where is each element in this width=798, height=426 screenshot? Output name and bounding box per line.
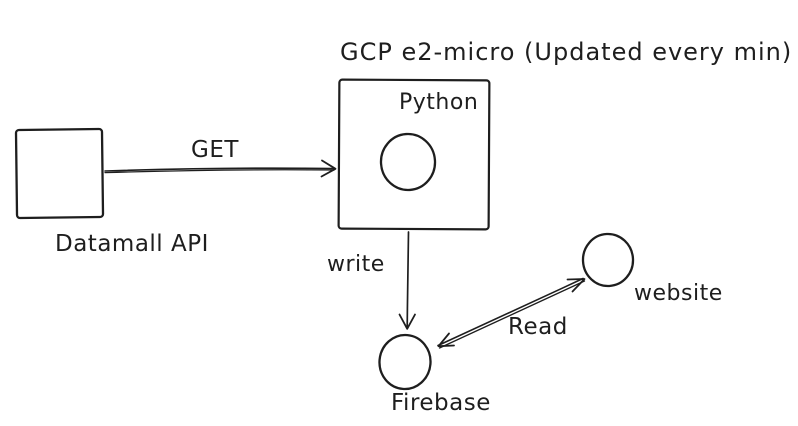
website-label: website	[634, 281, 723, 306]
get-arrow	[104, 167, 335, 172]
read-arrow	[437, 277, 584, 347]
python-circle	[379, 132, 437, 192]
write-edge-label: write	[327, 252, 385, 277]
get-arrow-second-stroke	[104, 169, 335, 174]
datamall-api-label: Datamall API	[55, 231, 209, 257]
get-edge-label: GET	[191, 137, 239, 163]
read-arrowhead-website-icon	[566, 278, 586, 293]
write-arrow	[406, 231, 410, 329]
read-arrow-second-stroke	[438, 280, 586, 349]
python-label: Python	[399, 90, 479, 115]
read-arrowhead-firebase-icon	[437, 332, 455, 348]
firebase-circle	[378, 333, 432, 391]
diagram-title: GCP e2-micro (Updated every min)	[340, 38, 793, 66]
datamall-api-node	[14, 127, 105, 220]
website-circle	[581, 232, 635, 288]
read-edge-label: Read	[508, 314, 568, 340]
write-arrowhead-icon	[398, 313, 416, 330]
get-arrowhead-icon	[320, 159, 337, 178]
gcp-box	[337, 78, 491, 231]
firebase-label: Firebase	[391, 390, 491, 416]
